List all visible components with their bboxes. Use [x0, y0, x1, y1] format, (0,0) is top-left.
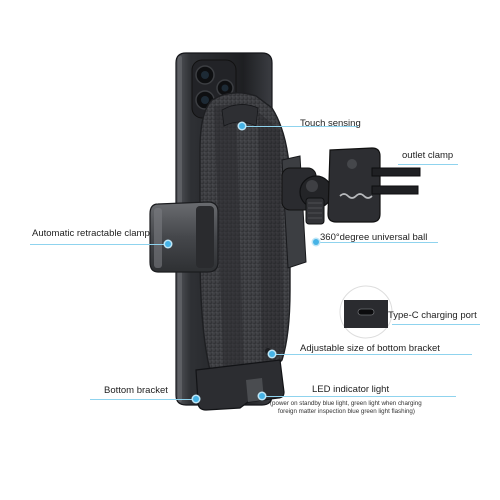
automatic-clamp-label: Automatic retractable clamp — [32, 228, 150, 239]
automatic-clamp-leader — [30, 244, 168, 245]
led-note-line-2: foreign matter inspection blue green lig… — [278, 408, 415, 415]
type-c-port-detail — [339, 285, 393, 339]
bottom-bracket-leader — [90, 399, 196, 400]
touch-sensing-label: Touch sensing — [300, 118, 361, 129]
holder-back — [199, 92, 291, 388]
bottom-size-dot — [269, 351, 275, 357]
led-dot — [259, 393, 265, 399]
universal-ball-leader — [316, 242, 438, 243]
type-c-port-label: Type-C charging port — [388, 310, 477, 321]
type-c-leader — [392, 324, 480, 325]
universal-ball-dot — [313, 239, 319, 245]
vent-mount — [281, 147, 421, 225]
outlet-clamp-label: outlet clamp — [402, 150, 454, 161]
bottom-size-leader — [272, 354, 472, 355]
touch-sensing-dot — [239, 123, 245, 129]
universal-ball-label: 360°degree universal ball — [320, 232, 428, 243]
led-leader — [262, 396, 456, 397]
led-note-line-1: (power on standby blue light, green ligh… — [270, 400, 422, 407]
led-indicator-label: LED indicator light — [312, 384, 390, 395]
bottom-bracket-label: Bottom bracket — [104, 385, 168, 396]
bottom-bracket-dot — [193, 396, 199, 402]
automatic-clamp-dot — [165, 241, 171, 247]
touch-sensing-leader — [242, 126, 358, 127]
outlet-clamp-leader — [398, 164, 458, 165]
bottom-size-label: Adjustable size of bottom bracket — [300, 343, 440, 354]
left-clamp — [149, 201, 219, 273]
